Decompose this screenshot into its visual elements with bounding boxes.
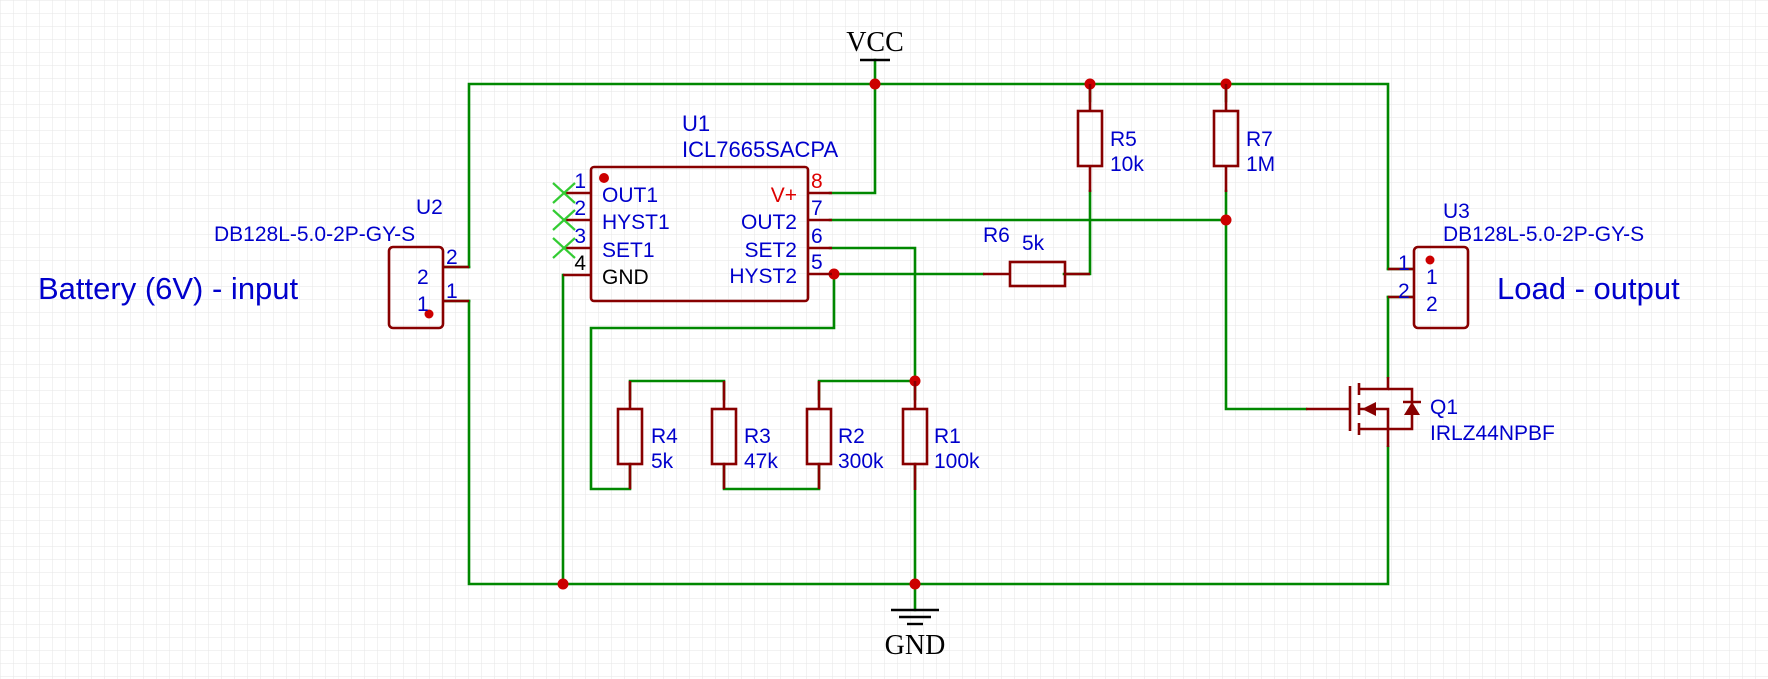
r5-value: 10k xyxy=(1110,153,1144,176)
vcc-symbol[interactable]: VCC xyxy=(846,27,904,62)
u3-pin2-name: 2 xyxy=(1426,293,1438,316)
gnd-symbol[interactable]: GND xyxy=(885,608,946,661)
r2-value: 300k xyxy=(838,450,884,473)
q1-body-diode xyxy=(1404,402,1420,415)
wire-vcc-to-vplus[interactable] xyxy=(828,82,877,195)
junction-gate-net xyxy=(1220,214,1232,226)
u2-value: DB128L-5.0-2P-GY-S xyxy=(214,223,415,246)
r7-ref: R7 xyxy=(1246,128,1273,151)
r4-ref: R4 xyxy=(651,425,678,448)
u1-pin4-num: 4 xyxy=(574,252,586,275)
u1-pin8-num: 8 xyxy=(811,170,823,193)
r1-value: 100k xyxy=(934,450,980,473)
output-annotation: Load - output xyxy=(1497,271,1680,306)
u3-pin1-marker xyxy=(1425,255,1435,265)
q1-value: IRLZ44NPBF xyxy=(1430,422,1555,445)
r4-value: 5k xyxy=(651,450,674,473)
u1-pin1-marker xyxy=(599,173,609,183)
u1-pin2-name: HYST1 xyxy=(602,211,670,234)
u2-body xyxy=(387,245,445,330)
wire-gnd-rail[interactable] xyxy=(467,299,1390,586)
r1-ref: R1 xyxy=(934,425,961,448)
r6-resistor[interactable]: R6 5k xyxy=(983,224,1090,288)
u1-pin8-name: V+ xyxy=(771,184,797,207)
u1-pin1-name: OUT1 xyxy=(602,184,658,207)
r7-resistor[interactable]: R7 1M xyxy=(1212,84,1275,192)
u1-pin7-num: 7 xyxy=(811,197,823,220)
u2-ref: U2 xyxy=(416,196,443,219)
u1-pin6-num: 6 xyxy=(811,225,823,248)
u3-pin1-name: 1 xyxy=(1426,266,1438,289)
u2-connector[interactable]: U2 DB128L-5.0-2P-GY-S 2 1 2 1 xyxy=(214,196,469,330)
u1-pin3-name: SET1 xyxy=(602,239,655,262)
vcc-label: VCC xyxy=(846,27,904,58)
u3-pin2-num: 2 xyxy=(1398,280,1410,303)
u2-pin2-name: 2 xyxy=(417,266,429,289)
u1-pin2-num: 2 xyxy=(574,197,586,220)
no-connect-pin1 xyxy=(552,182,576,204)
r4-resistor[interactable]: R4 5k xyxy=(616,381,678,489)
u1-pin6-name: SET2 xyxy=(744,239,797,262)
u2-pin2-num: 2 xyxy=(446,246,458,269)
u1-pin4-name: GND xyxy=(602,266,649,289)
junction-gnd xyxy=(909,578,921,590)
r5-resistor[interactable]: R5 10k xyxy=(1076,84,1144,192)
u1-pin7-name: OUT2 xyxy=(741,211,797,234)
r6-ref: R6 xyxy=(983,224,1010,247)
wire-vcc-rail[interactable] xyxy=(467,82,1390,271)
r2-ref: R2 xyxy=(838,425,865,448)
q1-mosfet[interactable]: Q1 IRLZ44NPBF xyxy=(1306,377,1555,447)
no-connect-pin3 xyxy=(552,237,576,259)
u1-pin1-num: 1 xyxy=(574,170,586,193)
r3-value: 47k xyxy=(744,450,778,473)
junction-vcc xyxy=(869,78,881,90)
r3-ref: R3 xyxy=(744,425,771,448)
u3-ref: U3 xyxy=(1443,200,1470,223)
u1-pin3-num: 3 xyxy=(574,225,586,248)
u1-pin5-num: 5 xyxy=(811,251,823,274)
u3-body xyxy=(1412,245,1470,330)
u3-pin1-num: 1 xyxy=(1398,252,1410,275)
u2-pin1-name: 1 xyxy=(417,293,429,316)
r3-resistor[interactable]: R3 47k xyxy=(710,381,778,489)
u1-body xyxy=(589,165,810,303)
no-connect-pin2 xyxy=(552,209,576,231)
input-annotation: Battery (6V) - input xyxy=(38,271,299,306)
u1-pin5-name: HYST2 xyxy=(729,265,797,288)
q1-ref: Q1 xyxy=(1430,396,1458,419)
u3-connector[interactable]: U3 DB128L-5.0-2P-GY-S 1 2 1 2 xyxy=(1388,200,1644,330)
u1-value: ICL7665SACPA xyxy=(682,137,838,162)
u1-component[interactable]: U1 ICL7665SACPA 1 OUT1 2 HYST1 3 SET1 4 … xyxy=(552,111,838,303)
gnd-label: GND xyxy=(885,630,946,661)
u1-ref: U1 xyxy=(682,111,710,136)
wire-r7-gate[interactable] xyxy=(1224,189,1308,411)
r5-ref: R5 xyxy=(1110,128,1137,151)
u2-pin1-num: 1 xyxy=(446,280,458,303)
r6-value: 5k xyxy=(1022,232,1045,255)
r2-resistor[interactable]: R2 300k xyxy=(805,381,884,489)
r1-resistor[interactable]: R1 100k xyxy=(901,381,980,490)
u2-pin1-marker xyxy=(424,309,434,319)
u3-value: DB128L-5.0-2P-GY-S xyxy=(1443,223,1644,246)
q1-arrow xyxy=(1362,402,1376,416)
wire-set2[interactable] xyxy=(828,246,917,383)
r7-value: 1M xyxy=(1246,153,1275,176)
junction-u1-gnd xyxy=(557,578,569,590)
junction-hyst2 xyxy=(828,268,840,280)
